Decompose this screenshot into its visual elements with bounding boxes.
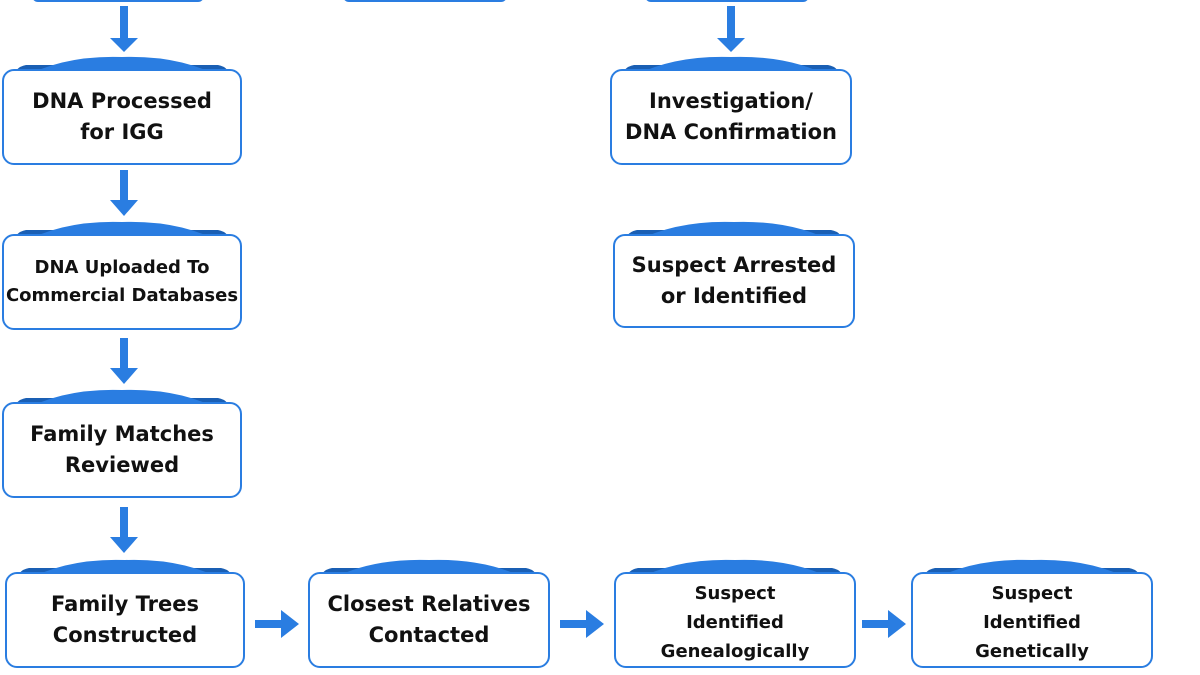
node-label: Suspect Arrested or Identified [631,253,837,308]
node-investigation: Investigation/ DNA Confirmation [610,55,852,165]
node-dna-uploaded: DNA Uploaded To Commercial Databases [2,220,242,330]
node-suspect-arrested: Suspect Arrested or Identified [613,220,855,328]
node-suspect-genetically: Suspect Identified Genetically [911,558,1153,668]
node-suspect-genealogically: Suspect Identified Genealogically [614,558,856,668]
node-label: DNA Processed for IGG [32,89,212,144]
node-label: Family Matches Reviewed [30,422,214,477]
node-family-trees: Family Trees Constructed [5,558,245,668]
arrows [110,6,906,638]
node-label: Family Trees Constructed [51,592,199,647]
node-dna-processed: DNA Processed for IGG [2,55,242,165]
node-label: DNA Uploaded To Commercial Databases [5,257,239,306]
node-label: Investigation/ DNA Confirmation [625,89,837,144]
node-label: Suspect Identified Genealogically [660,582,810,662]
node-label: Suspect Identified Genetically [975,582,1089,662]
node-closest-relatives: Closest Relatives Contacted [308,558,550,668]
node-family-matches: Family Matches Reviewed [2,388,242,498]
node-label: Closest Relatives Contacted [327,592,531,647]
